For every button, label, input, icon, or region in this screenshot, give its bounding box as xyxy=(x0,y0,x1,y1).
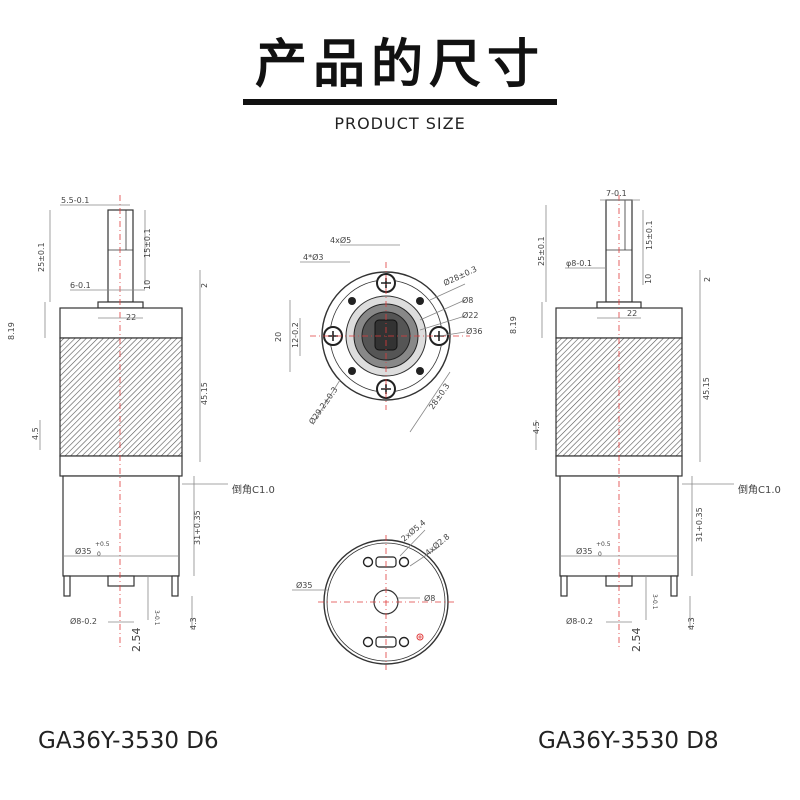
front-label-screw-holes: 4*Ø3 xyxy=(303,252,323,262)
rear-end-view: 2xØ5.4 4xØ2.8 Ø35 Ø8 xyxy=(292,517,455,670)
rear-label-outer: Ø35 xyxy=(296,580,312,590)
left-shaft xyxy=(107,209,134,303)
left-boss xyxy=(97,301,144,309)
left-label-boss-dia: 22 xyxy=(126,313,136,322)
left-gearhead xyxy=(59,307,183,339)
left-label-side: 4.5 xyxy=(31,427,40,440)
front-hole-1 xyxy=(348,297,356,305)
right-label-shaft-flat: 7-0.1 xyxy=(606,189,627,198)
front-flange-view: 4xØ5 4*Ø3 Ø28±0.3 Ø8 Ø22 Ø36 20 12-0.2 Ø… xyxy=(274,235,482,433)
left-motor-view: 5.5-0.1 25±0.1 15±0.1 6-0.1 10 2 22 8.19… xyxy=(7,195,275,652)
right-label-side: 4.5 xyxy=(532,421,541,434)
left-knurl-body xyxy=(59,337,183,457)
front-label-slot: 12-0.2 xyxy=(291,322,300,348)
right-label-motor-len: 31+0.35 xyxy=(695,507,704,542)
right-label-gap: 10 xyxy=(644,274,653,284)
right-label-gear-len: 45.15 xyxy=(702,377,711,400)
right-label-boss-dia: 22 xyxy=(627,309,637,318)
left-label-pin-pitch: 2.54 xyxy=(130,628,143,653)
right-motor-view: 7-0.1 25±0.1 15±0.1 φ8-0.1 10 2 22 8.19 … xyxy=(509,189,781,652)
page-subtitle: PRODUCT SIZE xyxy=(334,114,466,133)
left-label-gear-len: 45.15 xyxy=(200,382,209,405)
right-label-pin-len: 4.3 xyxy=(687,617,696,630)
right-label-motor-dia-tol2: 0 xyxy=(598,551,602,558)
rear-label-holes-b: 4xØ2.8 xyxy=(423,531,452,557)
front-label-pcd: Ø29.2±0.3 xyxy=(306,385,339,426)
left-label-shaft-dia: 6-0.1 xyxy=(70,281,91,290)
model-label-right: GA36Y-3530 D8 xyxy=(538,728,719,754)
front-label-hole-spacing: 4xØ5 xyxy=(330,235,351,245)
left-label-chamfer: 倒角C1.0 xyxy=(232,484,275,496)
right-label-flat-length: 15±0.1 xyxy=(645,220,654,250)
left-pin-2 xyxy=(171,575,179,597)
right-label-end-boss: Ø8-0.2 xyxy=(566,616,593,626)
front-label-center: Ø8 xyxy=(462,295,473,305)
front-hole-2 xyxy=(416,297,424,305)
right-label-tab-w: 3-0.1 xyxy=(651,594,658,610)
right-pin-1 xyxy=(560,575,568,597)
left-label-tab-w: 3-0.1 xyxy=(153,610,160,626)
rear-label-holes-a: 2xØ5.4 xyxy=(399,517,428,543)
rear-label-center: Ø8 xyxy=(424,593,435,603)
left-label-motor-dia-tol2: 0 xyxy=(97,551,101,558)
left-pin-1 xyxy=(63,575,71,597)
right-pin-2 xyxy=(670,575,678,597)
front-hole-4 xyxy=(416,367,424,375)
right-label-shaft-dia: φ8-0.1 xyxy=(566,259,592,268)
right-label-head-h: 8.19 xyxy=(509,316,518,334)
left-label-head-h: 8.19 xyxy=(7,322,16,340)
front-hole-3 xyxy=(348,367,356,375)
right-label-shaft-length: 25±0.1 xyxy=(537,236,546,266)
left-label-end-boss: Ø8-0.2 xyxy=(70,616,97,626)
front-label-pcd-out: Ø28±0.3 xyxy=(442,264,479,288)
left-label-boss-h: 2 xyxy=(200,283,209,288)
left-label-motor-len: 31+0.35 xyxy=(193,510,202,545)
right-label-chamfer: 倒角C1.0 xyxy=(738,484,781,496)
left-label-pin-len: 4.3 xyxy=(189,617,198,630)
front-label-boss: Ø22 xyxy=(462,310,478,320)
front-label-outer: Ø36 xyxy=(466,326,482,336)
left-label-motor-dia-tol: +0.5 xyxy=(95,541,110,548)
right-label-motor-dia: Ø35 xyxy=(576,546,592,556)
left-label-motor-dia: Ø35 xyxy=(75,546,91,556)
left-label-gap: 10 xyxy=(143,280,152,290)
right-label-boss-h: 2 xyxy=(703,277,712,282)
front-label-height: 20 xyxy=(274,332,283,342)
title-underline xyxy=(243,99,557,105)
left-motor-can xyxy=(62,475,180,577)
right-label-motor-dia-tol: +0.5 xyxy=(596,541,611,548)
right-label-pin-pitch: 2.54 xyxy=(630,628,643,653)
left-label-shaft-length: 25±0.1 xyxy=(37,242,46,272)
left-label-shaft-flat: 5.5-0.1 xyxy=(61,196,89,205)
front-label-pcd2: 28±0.3 xyxy=(427,382,451,411)
page-title: 产品的尺寸 xyxy=(254,35,545,95)
model-label-left: GA36Y-3530 D6 xyxy=(38,728,219,754)
left-label-flat-length: 15±0.1 xyxy=(143,228,152,258)
